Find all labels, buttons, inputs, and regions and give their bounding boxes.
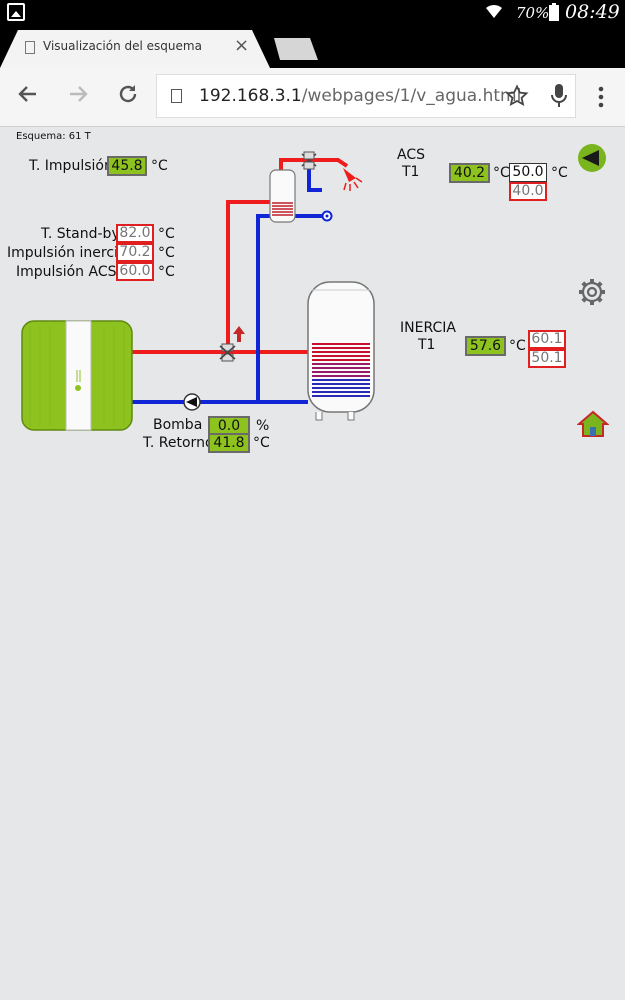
inercia-title: INERCIA [400, 320, 456, 336]
close-tab-icon[interactable]: × [234, 35, 250, 56]
impulsion-acs-unit: °C [158, 264, 175, 280]
heat-pump-unit [21, 320, 133, 431]
hydraulic-diagram [21, 151, 375, 431]
retorno-label: T. Retorno [143, 435, 214, 451]
standby-label: T. Stand-by [41, 226, 120, 242]
acs-setpoint[interactable]: 50.0 [509, 163, 547, 182]
bookmark-star-icon[interactable] [505, 84, 529, 112]
microphone-icon[interactable] [551, 83, 567, 113]
return-pipes [131, 166, 327, 404]
impulsion-acs-label: Impulsión ACS [16, 264, 117, 280]
back-icon[interactable] [16, 82, 40, 113]
wifi-icon [484, 2, 504, 24]
pump-label: Bomba [153, 417, 203, 433]
standby-unit: °C [158, 226, 175, 242]
home-icon[interactable] [576, 410, 610, 442]
acs-min-value[interactable]: 40.0 [509, 182, 547, 201]
inercia-unit: °C [509, 338, 526, 354]
url-text[interactable]: 192.168.3.1/webpages/1/v_agua.html [199, 86, 521, 106]
acs-sensor-label: T1 [402, 164, 420, 180]
scheme-label: Esquema: 61 T [16, 131, 91, 142]
impulsion-inercia-value[interactable]: 70.2 [116, 243, 154, 262]
url-host: 192.168.3.1 [199, 86, 302, 106]
menu-dots-icon[interactable] [597, 86, 605, 112]
inercia-value: 57.6 [465, 336, 506, 356]
pump-icon [183, 393, 201, 411]
flow-arrow-icon [233, 326, 245, 342]
acs-unit: °C [493, 165, 510, 181]
acs-value: 40.2 [449, 163, 490, 183]
standby-value[interactable]: 82.0 [116, 224, 154, 243]
url-path: /webpages/1/v_agua.html [301, 86, 522, 106]
three-way-valve-icon [301, 151, 317, 170]
back-arrow-icon[interactable] [577, 143, 607, 177]
impulsion-inercia-unit: °C [158, 245, 175, 261]
retorno-unit: °C [253, 435, 270, 451]
impulsion-label: T. Impulsión [29, 158, 113, 174]
gallery-icon [7, 3, 25, 21]
inercia-sensor-label: T1 [418, 337, 436, 353]
reload-icon[interactable] [116, 82, 140, 113]
impulsion-unit: °C [151, 158, 168, 174]
mixing-valve-icon [219, 343, 236, 362]
inertia-tank [307, 281, 375, 421]
address-bar[interactable]: 192.168.3.1/webpages/1/v_agua.html [156, 74, 576, 118]
page-icon [25, 41, 35, 54]
acs-title: ACS [397, 147, 425, 163]
pump-value: 0.0 [208, 416, 250, 436]
impulsion-acs-value[interactable]: 60.0 [116, 262, 154, 281]
inercia-low-value[interactable]: 50.1 [528, 349, 566, 368]
browser-tab[interactable]: Visualización del esquema × [0, 30, 270, 68]
browser-toolbar: 192.168.3.1/webpages/1/v_agua.html [0, 68, 625, 127]
shower-icon [343, 168, 363, 191]
tab-title: Visualización del esquema [43, 39, 202, 53]
status-bar: 70% 08:49 [0, 0, 625, 26]
impulsion-value: 45.8 [107, 156, 147, 176]
battery-icon [549, 3, 559, 21]
forward-icon[interactable] [66, 82, 90, 113]
acs-setpoint-unit: °C [551, 165, 568, 181]
clock: 08:49 [565, 1, 620, 23]
inercia-high-value[interactable]: 60.1 [528, 330, 566, 349]
retorno-value: 41.8 [208, 433, 250, 453]
settings-gear-icon[interactable] [577, 277, 607, 311]
battery-percent: 70% [516, 4, 550, 22]
acs-tank [269, 169, 296, 223]
page-info-icon[interactable] [171, 89, 182, 103]
new-tab-button[interactable] [274, 38, 318, 60]
impulsion-inercia-label: Impulsión inercia [7, 245, 127, 261]
pump-unit: % [256, 418, 270, 434]
